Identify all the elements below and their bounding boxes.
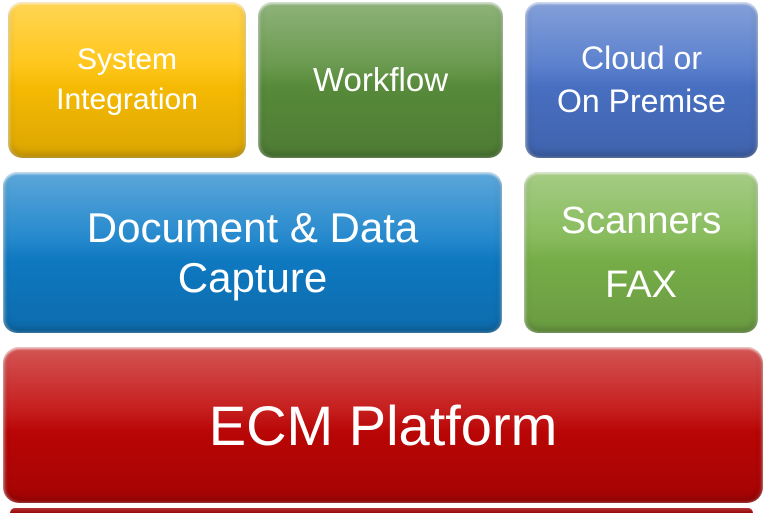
workflow-label: Workflow — [312, 61, 449, 98]
workflow-box: Workflow — [258, 2, 503, 158]
document-data-capture-box: Document & Data Capture — [3, 172, 502, 333]
fax-label: FAX — [605, 263, 677, 306]
system-integration-label-line2: Integration — [56, 83, 198, 116]
ecm-platform-box: ECM Platform — [3, 347, 763, 503]
document-capture-label-line2: Capture — [177, 253, 328, 301]
scanners-fax-box: Scanners FAX — [524, 172, 758, 333]
cloud-or-on-premise-box: Cloud or On Premise — [525, 2, 758, 158]
ecm-platform-label: ECM Platform — [208, 393, 558, 457]
system-integration-label-line1: System — [76, 43, 178, 77]
system-integration-box: System Integration — [8, 2, 246, 158]
cloud-label-line2: On Premise — [557, 83, 726, 119]
document-capture-label-line1: Document & Data — [86, 203, 419, 251]
partial-box-bottom-edge — [10, 508, 753, 513]
scanners-label: Scanners — [560, 199, 722, 242]
cloud-label-line1: Cloud or — [581, 40, 702, 77]
